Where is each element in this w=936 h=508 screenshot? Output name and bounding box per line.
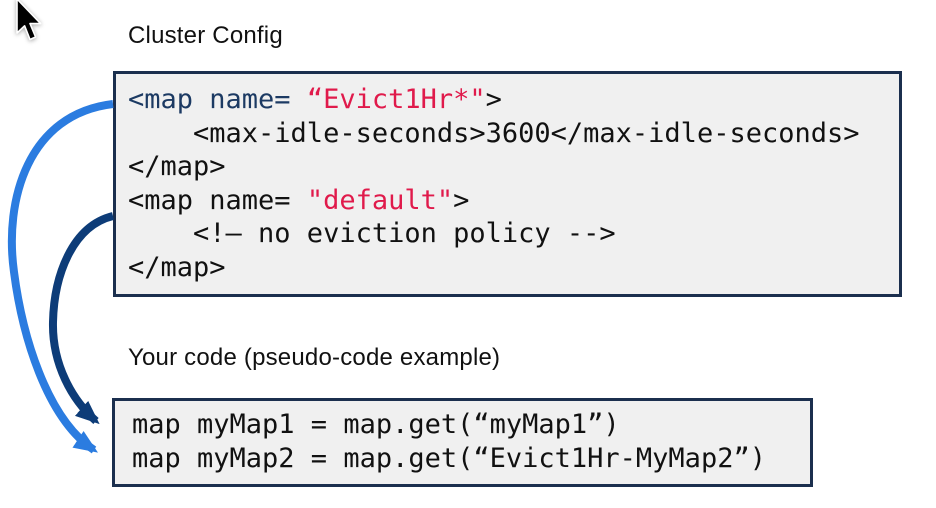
arrow-evict-to-mymap2 xyxy=(7,100,114,454)
cluster-config-title: Cluster Config xyxy=(128,22,283,49)
cluster-config-box: <map name= “Evict1Hr*"> <max-idle-second… xyxy=(113,71,902,297)
your-code-box: map myMap1 = map.get(“myMap1”)map myMap2… xyxy=(112,398,813,487)
arrow-default-to-mymap1 xyxy=(48,212,115,425)
your-code-title: Your code (pseudo-code example) xyxy=(128,344,501,371)
cluster-config-code: <map name= “Evict1Hr*"> <max-idle-second… xyxy=(128,84,860,283)
mouse-cursor-icon xyxy=(16,0,42,41)
your-code-code: map myMap1 = map.get(“myMap1”)map myMap2… xyxy=(132,409,766,474)
